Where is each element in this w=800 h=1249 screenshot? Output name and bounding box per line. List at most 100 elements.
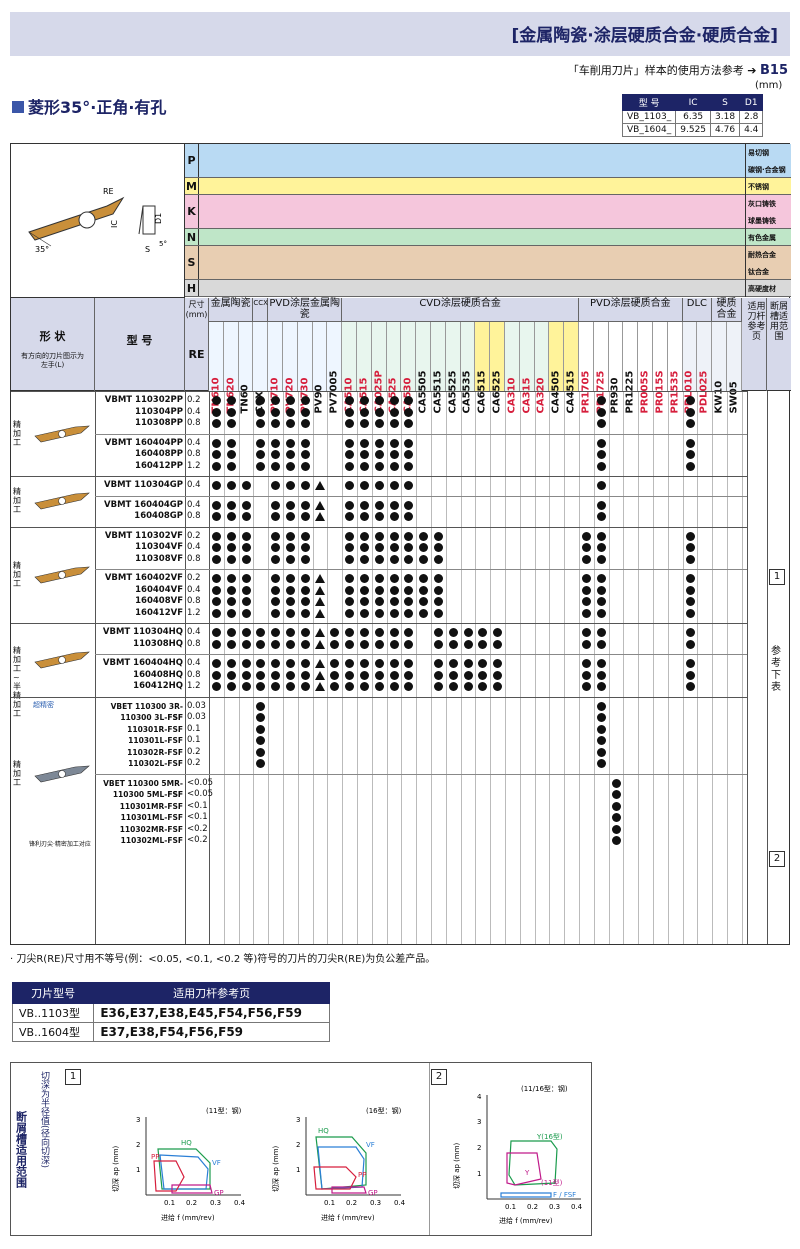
reference-page[interactable]: B15 <box>760 63 788 78</box>
model-name[interactable]: VBET 110300 3R-FSF <box>110 701 183 722</box>
availability-dot <box>286 628 295 637</box>
model-name[interactable]: VBMT 160404HQ <box>102 658 183 668</box>
availability-dot <box>404 670 414 680</box>
availability-dot <box>611 836 621 845</box>
drawing-label-d1: D1 <box>154 213 163 224</box>
corner-radius: 1.2 <box>187 681 201 691</box>
model-name[interactable]: 110301R-FSF <box>127 724 183 734</box>
grade-header-tn60: TN60 <box>238 322 254 414</box>
model-name[interactable]: VBMT 160402VF <box>104 573 183 583</box>
drawing-label-clearance: 5° <box>159 240 167 248</box>
availability-dot <box>360 628 369 637</box>
corner-radius: 0.2 <box>187 395 201 405</box>
svg-text:0.4: 0.4 <box>234 1199 246 1207</box>
model-name[interactable]: 110302ML-FSF <box>120 836 183 845</box>
model-name[interactable]: 110308PP <box>135 418 183 428</box>
availability-dot <box>389 512 399 521</box>
availability-dot <box>478 682 488 691</box>
model-name[interactable]: 160408HQ <box>133 669 183 680</box>
availability-dot <box>256 670 266 680</box>
model-name[interactable]: 110300 3L-FSF <box>120 713 183 722</box>
model-name[interactable]: 160404VF <box>135 584 183 595</box>
availability-dot <box>611 824 621 834</box>
model-name[interactable]: 110301ML-FSF <box>120 813 183 822</box>
header-shape-note: 有方向的刀片图示为左手(L) <box>21 352 84 369</box>
availability-dot <box>345 682 355 691</box>
model-name[interactable]: VBMT 110302PP <box>104 395 183 405</box>
subgroup-divider <box>95 773 747 775</box>
availability-dot <box>212 438 221 448</box>
model-name[interactable]: 110304VF <box>135 542 183 552</box>
availability-dot <box>212 461 221 471</box>
availability-dot <box>271 597 281 606</box>
group-divider <box>11 476 747 477</box>
availability-dot <box>419 554 429 564</box>
availability-dot <box>419 574 429 583</box>
ref-box-2[interactable]: 2 <box>769 851 785 867</box>
model-name[interactable]: 110308HQ <box>133 638 183 649</box>
availability-dot <box>448 639 458 649</box>
model-name[interactable]: 110302MR-FSF <box>119 824 183 834</box>
column-divider <box>767 391 768 944</box>
availability-dot <box>300 682 310 691</box>
corner-radius: 0.1 <box>187 723 201 734</box>
model-name[interactable]: 110301MR-FSF <box>119 801 183 811</box>
grade-header-ca510: CA510 <box>342 322 357 414</box>
category-banner: [金属陶瓷·涂层硬质合金·硬质合金] <box>10 12 790 56</box>
corner-radius: 0.4 <box>187 542 201 552</box>
model-name[interactable]: VBMT 110304GP <box>104 480 183 490</box>
chipbreaker-chart-1: (11型：钢) 1 2 3 0.1 0.2 0.3 0.4 进给 f (mm/r… <box>111 1106 246 1222</box>
model-name[interactable]: 110301L-FSF <box>128 736 183 745</box>
model-name[interactable]: 110300 5ML-FSF <box>112 790 183 799</box>
availability-dot <box>374 461 384 471</box>
availability-triangle <box>315 682 326 691</box>
model-name[interactable]: 160412HQ <box>133 681 183 691</box>
availability-dot <box>360 531 369 541</box>
svg-text:F / FSF: F / FSF <box>553 1191 576 1199</box>
availability-dot <box>286 396 295 405</box>
availability-dot <box>493 659 503 668</box>
model-name[interactable]: 160412PP <box>135 460 183 471</box>
model-name[interactable]: 160408GP <box>134 511 183 521</box>
model-name[interactable]: VBMT 160404PP <box>104 437 183 448</box>
availability-dot <box>300 628 310 637</box>
model-name[interactable]: 160408PP <box>135 449 183 459</box>
column-line <box>253 391 255 944</box>
model-name[interactable]: VBMT 110304HQ <box>102 627 183 637</box>
model-name[interactable]: VBMT 160404GP <box>104 499 183 510</box>
availability-dot <box>478 670 488 680</box>
availability-dot <box>596 481 606 490</box>
grade-header-pr1535: PR1535 <box>667 322 683 414</box>
corner-radius: 1.2 <box>187 607 201 618</box>
grade-header-ca525: CA525 <box>386 322 402 414</box>
corner-radius: 0.2 <box>187 746 201 757</box>
availability-dot <box>611 790 621 799</box>
group-divider <box>11 696 747 698</box>
model-name[interactable]: 110308VF <box>135 553 183 564</box>
availability-triangle <box>315 670 326 680</box>
model-name[interactable]: 110304PP <box>135 406 183 417</box>
availability-dot <box>374 670 384 680</box>
model-name[interactable]: 160408VF <box>135 596 183 606</box>
availability-dot <box>241 639 251 649</box>
availability-dot <box>419 597 429 606</box>
insert-image <box>34 492 90 510</box>
availability-dot <box>212 419 221 428</box>
model-name[interactable]: VBMT 110302VF <box>104 530 183 541</box>
availability-dot <box>271 554 281 564</box>
grade-header-pr015s: PR015S <box>653 322 668 414</box>
model-name[interactable]: 110302R-FSF <box>127 747 183 757</box>
corner-radius: 0.4 <box>187 499 201 510</box>
material-name: 高硬度材 <box>745 280 791 297</box>
svg-text:0.2: 0.2 <box>346 1199 357 1207</box>
model-name[interactable]: VBET 110300 5MR-FSF <box>103 778 183 799</box>
ref-box-1[interactable]: 1 <box>769 569 785 585</box>
availability-dot <box>345 628 355 637</box>
availability-dot <box>212 608 221 618</box>
model-name[interactable]: 110302L-FSF <box>128 759 183 768</box>
model-name[interactable]: 160412VF <box>135 607 183 618</box>
